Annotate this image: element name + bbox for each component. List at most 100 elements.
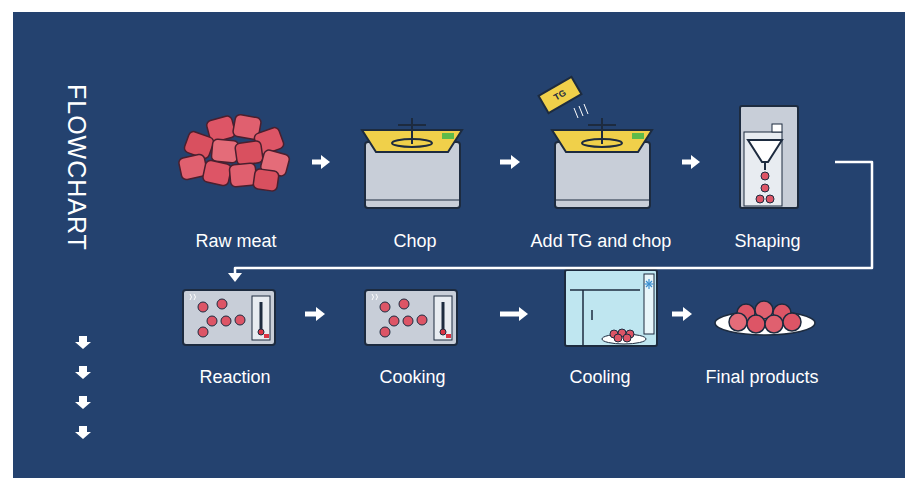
chopper-icon-part bbox=[601, 118, 603, 144]
arrow-head bbox=[691, 155, 700, 169]
flow-arrow bbox=[500, 307, 528, 321]
cooler-icon-part-part bbox=[646, 281, 652, 287]
oven-icon-part bbox=[217, 299, 227, 309]
arrow-head bbox=[316, 307, 325, 321]
oven-icon-part bbox=[221, 316, 231, 326]
chopper-icon bbox=[552, 118, 652, 208]
shaping-machine-icon-part bbox=[744, 132, 782, 206]
oven-icon-part bbox=[446, 334, 451, 338]
arrow-head bbox=[228, 273, 242, 282]
flow-arrow bbox=[312, 155, 330, 169]
step-label: Final products bbox=[705, 366, 818, 388]
shaping-machine-icon-part bbox=[761, 172, 769, 180]
chopper-icon-part bbox=[398, 124, 426, 126]
flow-arrow bbox=[672, 307, 692, 321]
process-step: Raw meat bbox=[160, 100, 312, 252]
raw-meat-icon bbox=[178, 114, 290, 192]
oven-icon-part bbox=[380, 327, 390, 337]
process-step: Reaction bbox=[165, 282, 305, 388]
raw-meat-icon-part bbox=[202, 160, 232, 187]
oven-icon bbox=[183, 290, 275, 345]
down-arrows-part bbox=[75, 426, 91, 439]
cooler-icon-part bbox=[602, 334, 646, 344]
step-label: Reaction bbox=[199, 366, 270, 388]
plate-icon bbox=[715, 301, 815, 335]
arrow-line bbox=[682, 160, 691, 165]
raw-meat-icon-part bbox=[253, 168, 280, 191]
cooler-icon bbox=[565, 270, 657, 346]
step-label: Cooking bbox=[379, 366, 445, 388]
oven-icon-part bbox=[365, 290, 457, 345]
arrow-line bbox=[500, 312, 519, 317]
flow-arrow bbox=[682, 155, 700, 169]
oven-icon-part bbox=[183, 290, 275, 345]
plate-icon-part bbox=[783, 313, 801, 331]
powder-lines-part bbox=[574, 108, 578, 118]
chopper-icon bbox=[362, 118, 462, 208]
process-step: Shaping bbox=[700, 100, 835, 252]
cooler-icon-part bbox=[582, 290, 584, 346]
oven-icon-part bbox=[403, 316, 413, 326]
oven-icon-part bbox=[198, 327, 208, 337]
flow-arrow bbox=[228, 162, 872, 282]
process-step: Add TG and chop bbox=[520, 100, 682, 252]
cooler-icon-part bbox=[623, 334, 631, 342]
oven-icon-part bbox=[190, 294, 196, 300]
chopper-icon-part bbox=[555, 200, 650, 201]
arrow-line bbox=[305, 312, 316, 317]
arrow-line bbox=[235, 162, 872, 273]
chopper-icon-part bbox=[411, 118, 413, 144]
shaping-machine-icon bbox=[740, 106, 798, 208]
powder-lines-part bbox=[579, 106, 583, 116]
oven-icon-part bbox=[417, 315, 427, 325]
shaping-machine-icon-part bbox=[772, 124, 782, 132]
shaping-machine-icon-part bbox=[764, 162, 766, 170]
powder-lines bbox=[574, 104, 588, 118]
shaping-machine-icon-part bbox=[761, 184, 769, 192]
vertical-title: FLOWCHART bbox=[62, 84, 92, 251]
oven-icon-part bbox=[440, 329, 446, 335]
oven-icon-part bbox=[380, 302, 390, 312]
tg-packet-part bbox=[539, 77, 582, 113]
arrow-line bbox=[500, 160, 511, 165]
shaping-machine-icon-part bbox=[748, 140, 782, 162]
step-label: Shaping bbox=[734, 230, 800, 252]
down-arrows-part bbox=[75, 396, 91, 409]
oven-icon-part bbox=[258, 329, 264, 335]
arrow-line bbox=[312, 160, 321, 165]
chopper-icon-part bbox=[588, 124, 616, 126]
cooler-icon-part bbox=[565, 270, 657, 346]
oven-icon-part bbox=[264, 334, 269, 338]
step-label: Raw meat bbox=[195, 230, 276, 252]
cooler-icon-part bbox=[644, 274, 654, 334]
process-step: Final products bbox=[692, 282, 832, 388]
arrow-head bbox=[511, 155, 520, 169]
arrow-head bbox=[683, 307, 692, 321]
oven-icon-part bbox=[198, 302, 208, 312]
step-label: Chop bbox=[393, 230, 436, 252]
oven-icon-part bbox=[434, 296, 452, 340]
oven-icon-part bbox=[235, 315, 245, 325]
step-label: Cooling bbox=[569, 366, 630, 388]
chopper-icon-part bbox=[365, 200, 460, 201]
tg-packet bbox=[539, 77, 582, 113]
raw-meat-icon-part bbox=[235, 140, 264, 165]
oven-icon-part bbox=[389, 316, 399, 326]
oven-icon-part bbox=[442, 302, 445, 330]
arrow-head bbox=[321, 155, 330, 169]
chopper-icon-part bbox=[442, 133, 454, 139]
cooler-icon-part bbox=[591, 310, 593, 320]
down-arrows-part bbox=[75, 336, 91, 349]
cooler-icon-part bbox=[614, 334, 622, 342]
step-label: Add TG and chop bbox=[531, 230, 672, 252]
down-arrows bbox=[75, 336, 91, 439]
flow-arrow bbox=[500, 155, 520, 169]
cooler-icon-part bbox=[570, 289, 640, 291]
oven-icon bbox=[365, 290, 457, 345]
powder-lines-part bbox=[584, 104, 588, 114]
oven-icon-part bbox=[372, 294, 378, 300]
down-arrows-part bbox=[75, 366, 91, 379]
cooler-icon-part-part bbox=[646, 281, 652, 287]
